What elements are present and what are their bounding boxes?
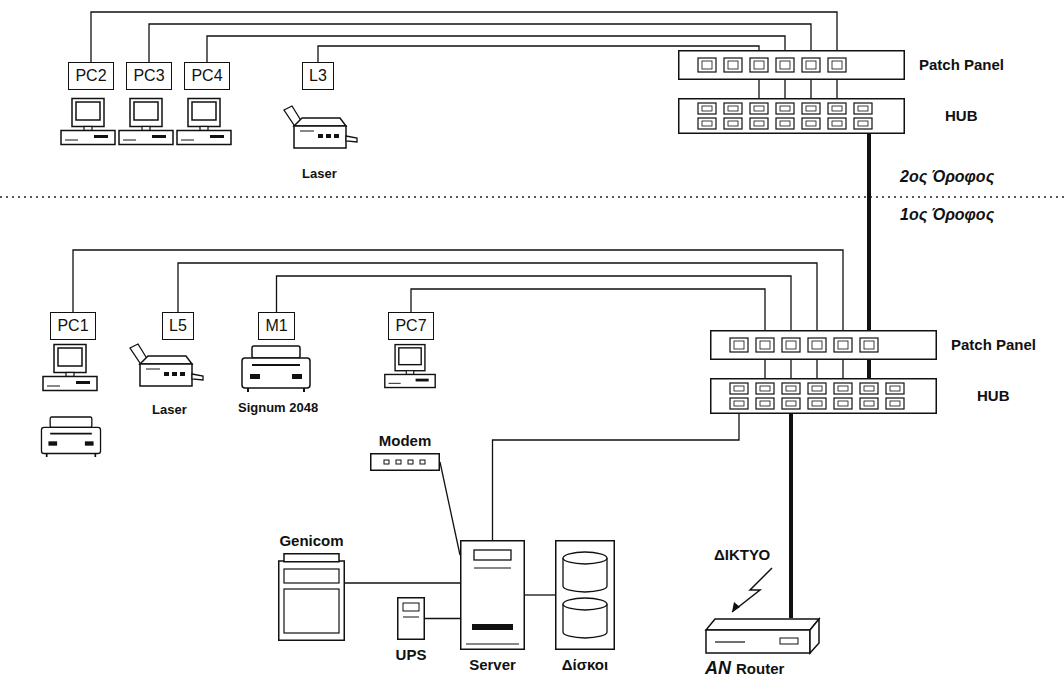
device-label-box: PC2: [68, 62, 114, 90]
laser-printer-icon: [130, 344, 203, 386]
computer-icon: [385, 345, 435, 388]
device-name: Server: [469, 656, 516, 673]
device-name: Patch Panel: [919, 56, 1004, 73]
patch-panel-outline: [678, 50, 905, 80]
network-cable: [816, 360, 817, 378]
device-label-box: PC7: [388, 312, 434, 340]
device-name: AN Router: [705, 654, 784, 679]
line-printer: Genicom: [278, 553, 345, 641]
device-id: L5: [169, 316, 187, 335]
router-outline: [705, 618, 820, 654]
device-label-box: PC1: [50, 312, 96, 340]
device-name: UPS: [396, 640, 427, 664]
wireless-bolt: [732, 568, 772, 612]
server-tower-outline: [460, 540, 525, 650]
network-hub-outline: [678, 98, 905, 134]
device-label-box: M1: [258, 312, 295, 340]
laser-printer-icon: [284, 106, 357, 148]
device-id: PC7: [395, 316, 426, 335]
network-hub: HUB: [710, 378, 937, 414]
device-name: Genicom: [279, 532, 343, 553]
line-printer-outline: [278, 553, 345, 641]
device-label-box: L5: [162, 312, 194, 340]
modem: Modem: [370, 453, 440, 471]
device-label-box: PC3: [126, 62, 172, 90]
device-id: PC2: [75, 66, 106, 85]
device-id: L3: [309, 66, 327, 85]
network-cable: [440, 462, 460, 555]
network-cable: [810, 80, 811, 98]
computer-icon: [61, 99, 115, 145]
device-name: Δίσκοι: [562, 650, 608, 674]
server-tower: Server: [460, 540, 525, 650]
trunk-cable: [867, 134, 871, 330]
disk-array: Δίσκοι: [555, 540, 615, 650]
device-label-box: PC4: [184, 62, 230, 90]
floor-label: 1ος Όροφος: [898, 206, 996, 224]
modem-outline: [370, 453, 440, 471]
device-id: PC4: [191, 66, 222, 85]
network-cable: [425, 618, 460, 619]
ups-unit: UPS: [397, 597, 425, 640]
network-label: ΔΙΚΤΥΟ: [712, 546, 772, 563]
device-name: Modem: [379, 432, 432, 453]
computer-icon: [119, 99, 173, 145]
patch-panel: Patch Panel: [678, 50, 905, 80]
device-name: HUB: [977, 387, 1010, 405]
computer-icon: [177, 99, 231, 145]
device-name: Router: [736, 660, 784, 677]
device-id: PC1: [57, 316, 88, 335]
network-hub-outline: [710, 378, 937, 414]
printer-icon: [242, 346, 310, 392]
printer-icon: [41, 417, 100, 457]
ups-unit-outline: [397, 597, 425, 640]
device-name: UPS: [396, 646, 427, 663]
network-hub: HUB: [678, 98, 905, 134]
trunk-cable: [867, 360, 871, 378]
computer-icon: [43, 345, 97, 391]
device-name: Genicom: [279, 532, 343, 549]
device-name: Patch Panel: [919, 56, 1004, 74]
patch-panel: Patch Panel: [710, 330, 937, 360]
device-name: Patch Panel: [951, 336, 1036, 354]
network-cable: [525, 594, 555, 595]
network-cable: [790, 360, 791, 378]
device-caption: Laser: [300, 166, 339, 181]
network-cable: [784, 80, 785, 98]
device-name: HUB: [977, 387, 1010, 404]
trunk-cable: [789, 414, 793, 618]
floor-divider: [0, 196, 1064, 198]
network-cable: [493, 414, 740, 540]
network-cable: [758, 80, 759, 98]
device-name: Δίσκοι: [562, 656, 608, 673]
device-label-box: L3: [302, 62, 334, 90]
device-name: Server: [469, 650, 516, 674]
device-name: HUB: [945, 107, 978, 124]
device-id: PC3: [133, 66, 164, 85]
device-name: Modem: [379, 432, 432, 449]
floor-label: 2ος Όροφος: [898, 168, 996, 186]
device-caption: Laser: [150, 402, 189, 417]
network-cable: [277, 276, 792, 330]
patch-panel-outline: [710, 330, 937, 360]
network-cable: [842, 360, 843, 378]
device-name: AN: [705, 658, 731, 678]
wireless-bolt-tip: [732, 602, 740, 612]
network-cable: [345, 582, 460, 583]
device-name: HUB: [945, 107, 978, 125]
device-caption: Signum 2048: [236, 400, 320, 415]
network-cable: [836, 80, 837, 98]
device-id: M1: [265, 316, 287, 335]
router: ANRouter: [705, 618, 820, 654]
device-name: Patch Panel: [951, 336, 1036, 353]
disk-array-outline: [555, 540, 615, 650]
network-cable: [411, 289, 765, 330]
network-cable: [764, 360, 765, 378]
